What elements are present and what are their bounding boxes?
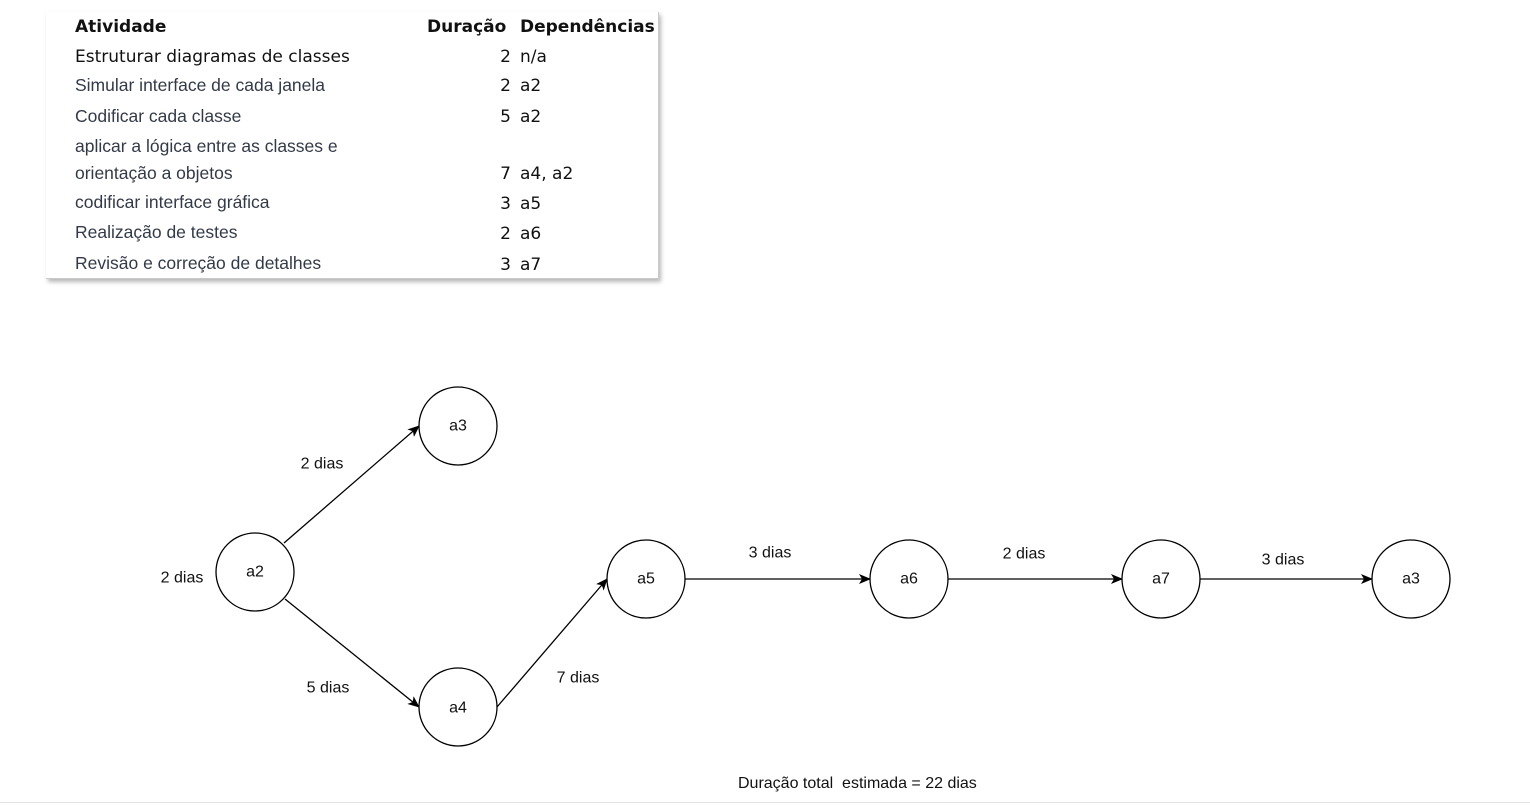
- node-a7-label: a7: [1152, 571, 1170, 588]
- label-a6-a7-duration: 2 dias: [1003, 546, 1046, 563]
- duration-cell: 5: [500, 107, 511, 127]
- node-a6-label: a6: [900, 571, 918, 588]
- node-a2: a2: [215, 532, 295, 612]
- table-row: Codificar cada classe 5 a2: [46, 103, 658, 133]
- activity-cell: Codificar cada classe: [75, 106, 242, 126]
- node-a5-label: a5: [637, 571, 655, 588]
- duration-cell: 3: [500, 194, 511, 214]
- dependencies-cell: a4, a2: [520, 164, 574, 184]
- header-dependencies: Dependências: [520, 17, 655, 37]
- duration-cell: 7: [500, 164, 511, 184]
- edge-a2-a4: [284, 598, 420, 708]
- node-a7: a7: [1121, 539, 1201, 619]
- activity-cell: Realização de testes: [75, 222, 238, 242]
- activity-cell: Revisão e correção de detalhes: [75, 253, 322, 273]
- dependencies-cell: a2: [520, 107, 542, 127]
- dependencies-cell: n/a: [520, 47, 547, 67]
- activity-cell: Simular interface de cada janela: [75, 75, 326, 95]
- node-a6: a6: [869, 539, 949, 619]
- node-a4-label: a4: [449, 700, 467, 717]
- node-a4: a4: [418, 667, 498, 747]
- node-a3-end-label: a3: [1402, 571, 1420, 588]
- label-a5-a6-duration: 3 dias: [749, 545, 792, 562]
- table-row: Realização de testes 2 a6: [46, 220, 658, 250]
- duration-cell: 3: [500, 255, 511, 275]
- activity-cell: codificar interface gráfica: [75, 192, 270, 212]
- total-duration: Duração total estimada = 22 dias: [738, 775, 977, 792]
- node-a3-end: a3: [1371, 539, 1451, 619]
- node-a3-top: a3: [418, 386, 498, 466]
- table-row: codificar interface gráfica 3 a5: [46, 190, 658, 220]
- divider: [0, 802, 1530, 803]
- label-start-duration: 2 dias: [161, 570, 204, 587]
- dependencies-cell: a5: [520, 194, 542, 214]
- dependencies-cell: a2: [520, 76, 542, 96]
- activity-cell-line2: orientação a objetos: [75, 163, 233, 183]
- duration-cell: 2: [500, 47, 511, 67]
- dependencies-cell: a7: [520, 255, 542, 275]
- table-row: aplicar a lógica entre as classes e orie…: [46, 132, 658, 188]
- edge-a2-a3: [283, 425, 420, 544]
- activity-cell-line1: aplicar a lógica entre as classes e: [75, 136, 338, 156]
- node-a3-top-label: a3: [449, 418, 467, 435]
- header-duration: Duração: [427, 17, 507, 37]
- header-activity: Atividade: [75, 17, 167, 37]
- label-a2-a4-duration: 5 dias: [307, 680, 350, 697]
- node-a2-label: a2: [246, 564, 264, 581]
- duration-cell: 2: [500, 76, 511, 96]
- table-row: Simular interface de cada janela 2 a2: [46, 72, 658, 102]
- label-a2-a3-duration: 2 dias: [301, 456, 344, 473]
- table-row: Revisão e correção de detalhes 3 a7: [46, 251, 658, 281]
- duration-cell: 2: [500, 224, 511, 244]
- label-a7-a3-duration: 3 dias: [1262, 552, 1305, 569]
- activity-cell: Estruturar diagramas de classes: [75, 47, 350, 67]
- dependencies-cell: a6: [520, 224, 542, 244]
- label-a4-a5-duration: 7 dias: [557, 670, 600, 687]
- activity-table: Atividade Duração Dependências Estrutura…: [46, 12, 659, 279]
- edge-a4-a5: [496, 578, 608, 708]
- node-a5: a5: [606, 539, 686, 619]
- table-row: Estruturar diagramas de classes 2 n/a: [46, 43, 658, 73]
